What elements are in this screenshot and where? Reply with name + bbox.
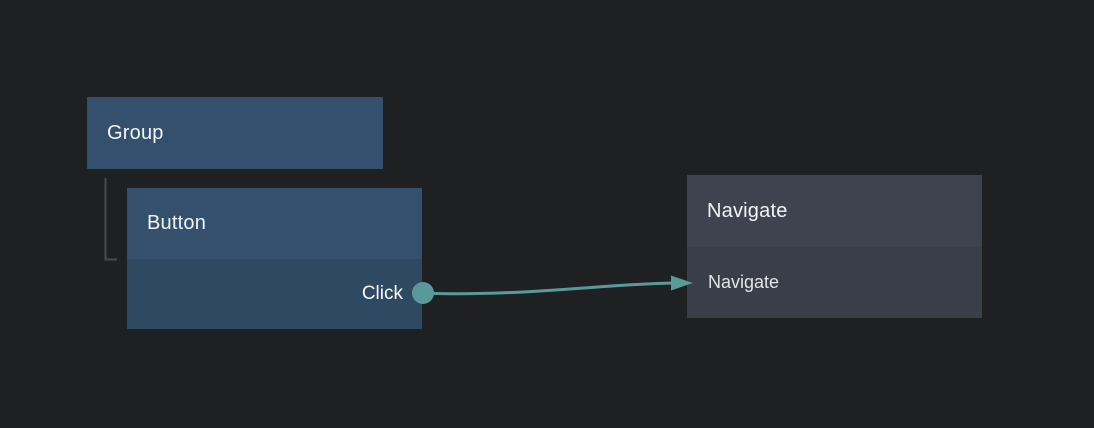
node-navigate[interactable]: Navigate Navigate (687, 175, 982, 318)
output-port-label: Click (361, 283, 403, 304)
node-group-title: Group (107, 121, 164, 144)
connection-edge[interactable] (422, 281, 674, 296)
node-button-title: Button (147, 212, 207, 234)
node-button-header: Button (127, 188, 422, 259)
node-group[interactable]: Group (87, 97, 383, 169)
node-navigate-action-label: Navigate (708, 272, 780, 292)
node-navigate-action-row[interactable]: Navigate (687, 247, 982, 318)
node-navigate-header: Navigate (687, 175, 982, 247)
node-button-body: Click (127, 259, 422, 329)
node-group-header: Group (87, 97, 383, 169)
node-button[interactable]: Button Click (127, 188, 422, 329)
hierarchy-connector-line (104, 178, 117, 261)
node-navigate-title: Navigate (707, 199, 788, 222)
